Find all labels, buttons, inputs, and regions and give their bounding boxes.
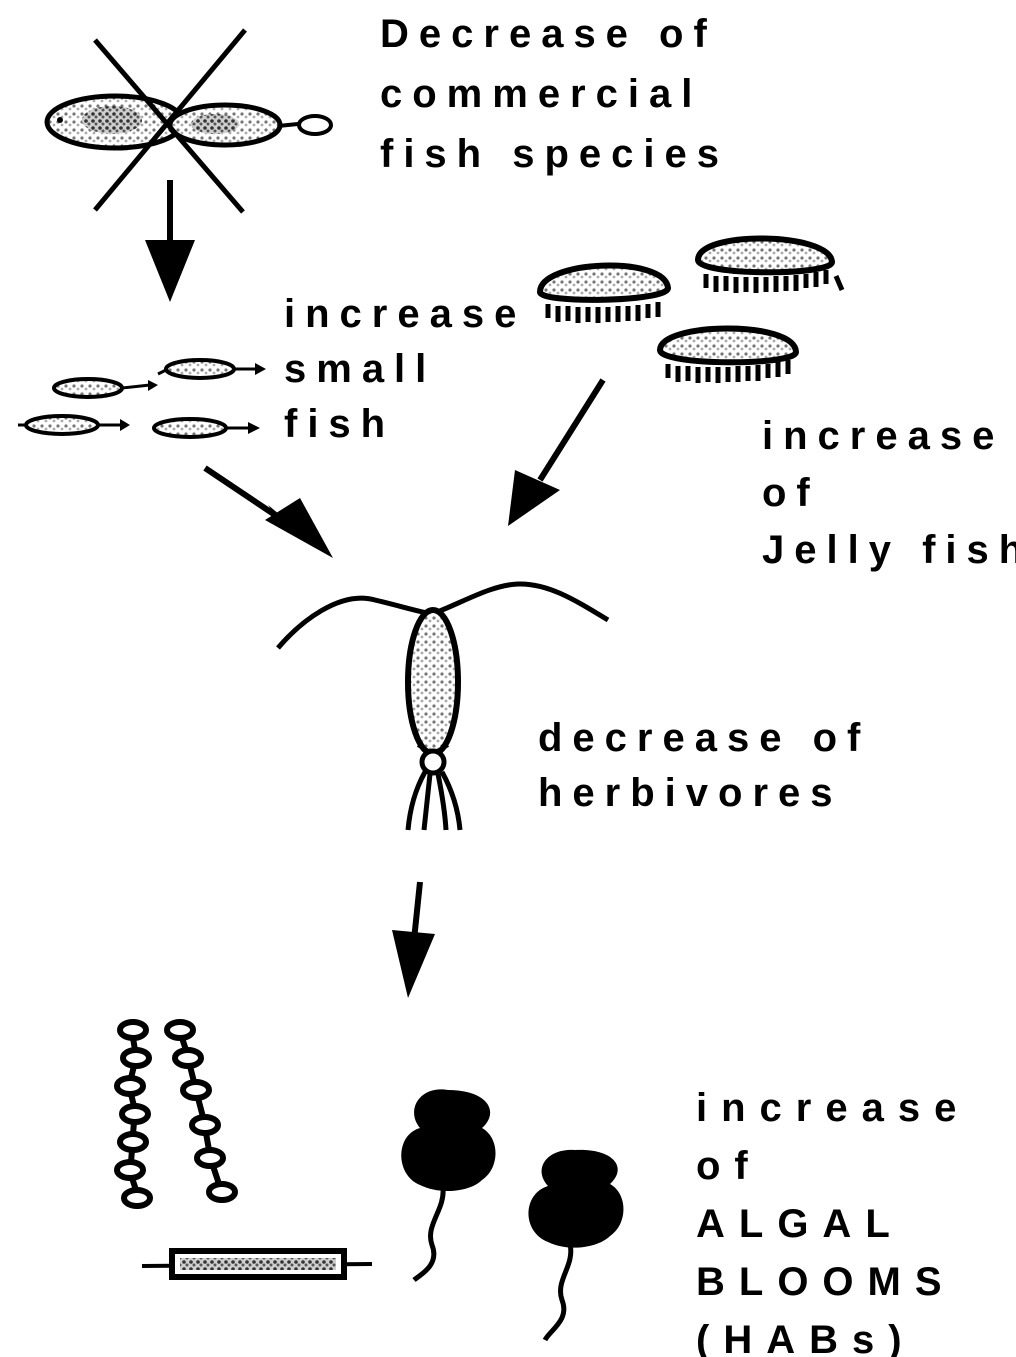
label-line: herbivores [538,773,870,828]
label-line: increase [762,416,1016,473]
small-fish-label: increase small fish [284,294,526,459]
commercial-fish-icon [47,96,331,148]
label-line: Jelly fish [762,530,1016,587]
commercial-fish-label: Decrease of commercial fish species [380,14,729,194]
algal-blooms-label: increase of ALGAL BLOOMS (HABs) [696,1088,970,1357]
diatom-chain-icon [117,1022,235,1206]
jellyfish-label: increase of Jelly fish [762,416,1016,587]
label-line: commercial [380,74,729,134]
label-line: of [696,1146,970,1204]
small-fish-icon [18,360,266,437]
label-line: fish species [380,134,729,194]
herbivores-label: decrease of herbivores [538,718,870,828]
label-line: increase [696,1088,970,1146]
label-line: fish [284,404,526,459]
label-line: small [284,349,526,404]
label-line: Decrease of [380,14,729,74]
label-line: decrease of [538,718,870,773]
label-line: increase [284,294,526,349]
arrow-down-1-icon [145,180,195,302]
dinoflagellate-icon [401,1089,623,1340]
rod-diatom-icon [142,1251,372,1277]
arrow-diagonal-small-fish-icon [205,468,333,558]
label-line: ALGAL [696,1204,970,1262]
label-line: of [762,473,1016,530]
arrow-down-2-icon [392,882,435,998]
jellyfish-icon [540,238,842,383]
label-line: BLOOMS [696,1262,970,1320]
label-line: (HABs) [696,1320,970,1357]
